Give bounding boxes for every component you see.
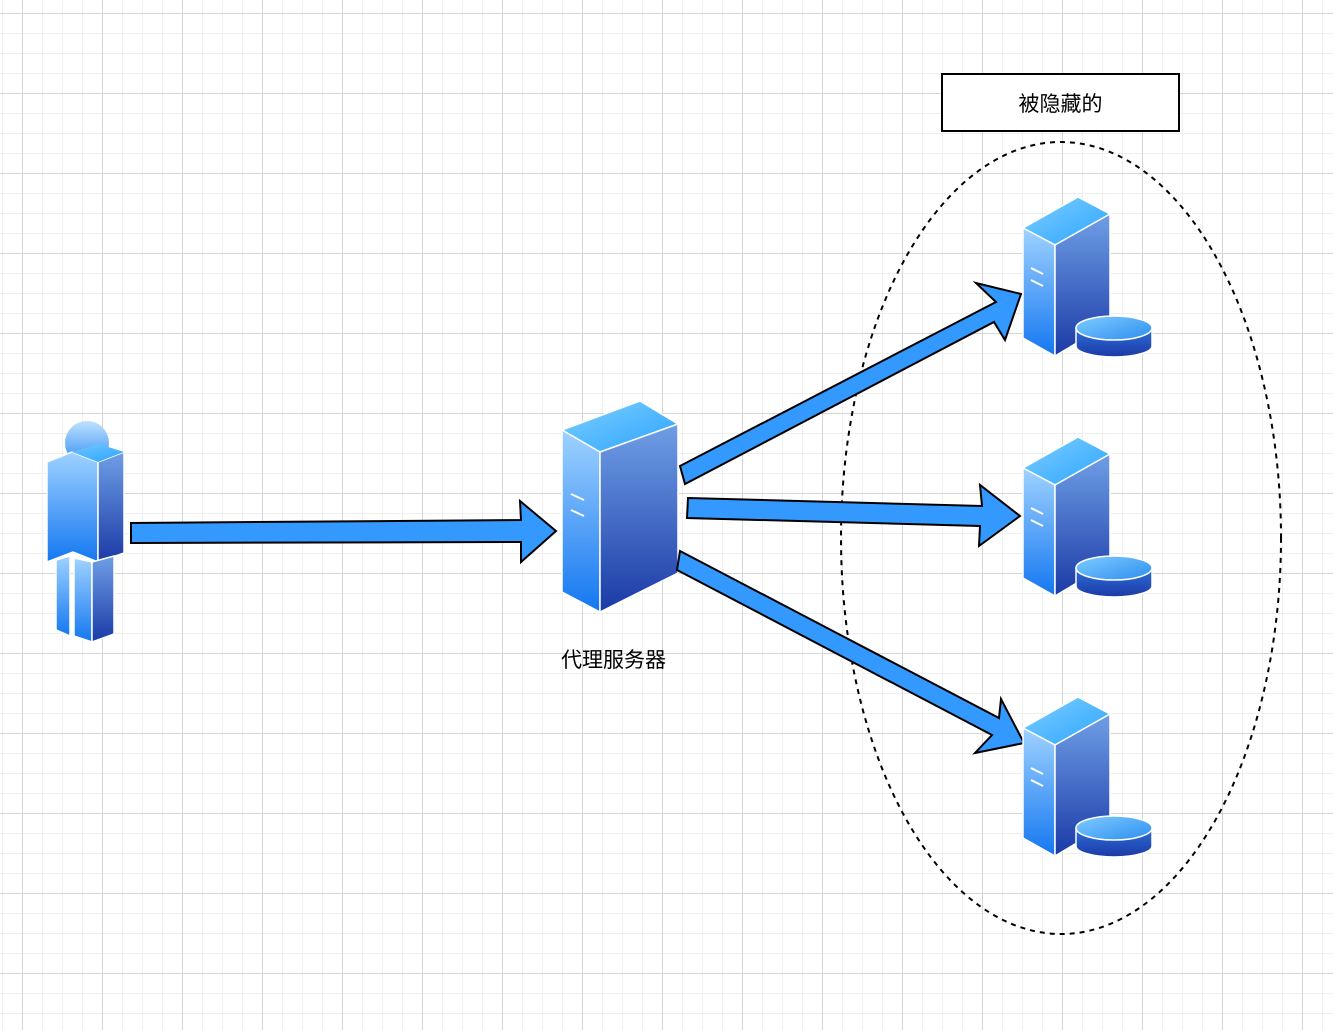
database-server-icon xyxy=(1021,196,1153,358)
database-server-icon xyxy=(1021,436,1153,598)
hidden-group-label: 被隐藏的 xyxy=(941,73,1180,132)
hidden-group-boundary xyxy=(840,141,1282,935)
proxy-server-icon xyxy=(560,400,680,614)
arrow-client-to-proxy xyxy=(130,498,558,565)
proxy-server-label: 代理服务器 xyxy=(561,648,666,672)
database-server-icon xyxy=(1021,696,1153,858)
arrow-proxy-to-server-1 xyxy=(678,281,1023,486)
arrow-proxy-to-server-3 xyxy=(675,549,1026,755)
user-icon xyxy=(46,421,125,644)
hidden-group-label-text: 被隐藏的 xyxy=(1018,91,1103,116)
arrow-proxy-to-server-2 xyxy=(685,482,1022,549)
